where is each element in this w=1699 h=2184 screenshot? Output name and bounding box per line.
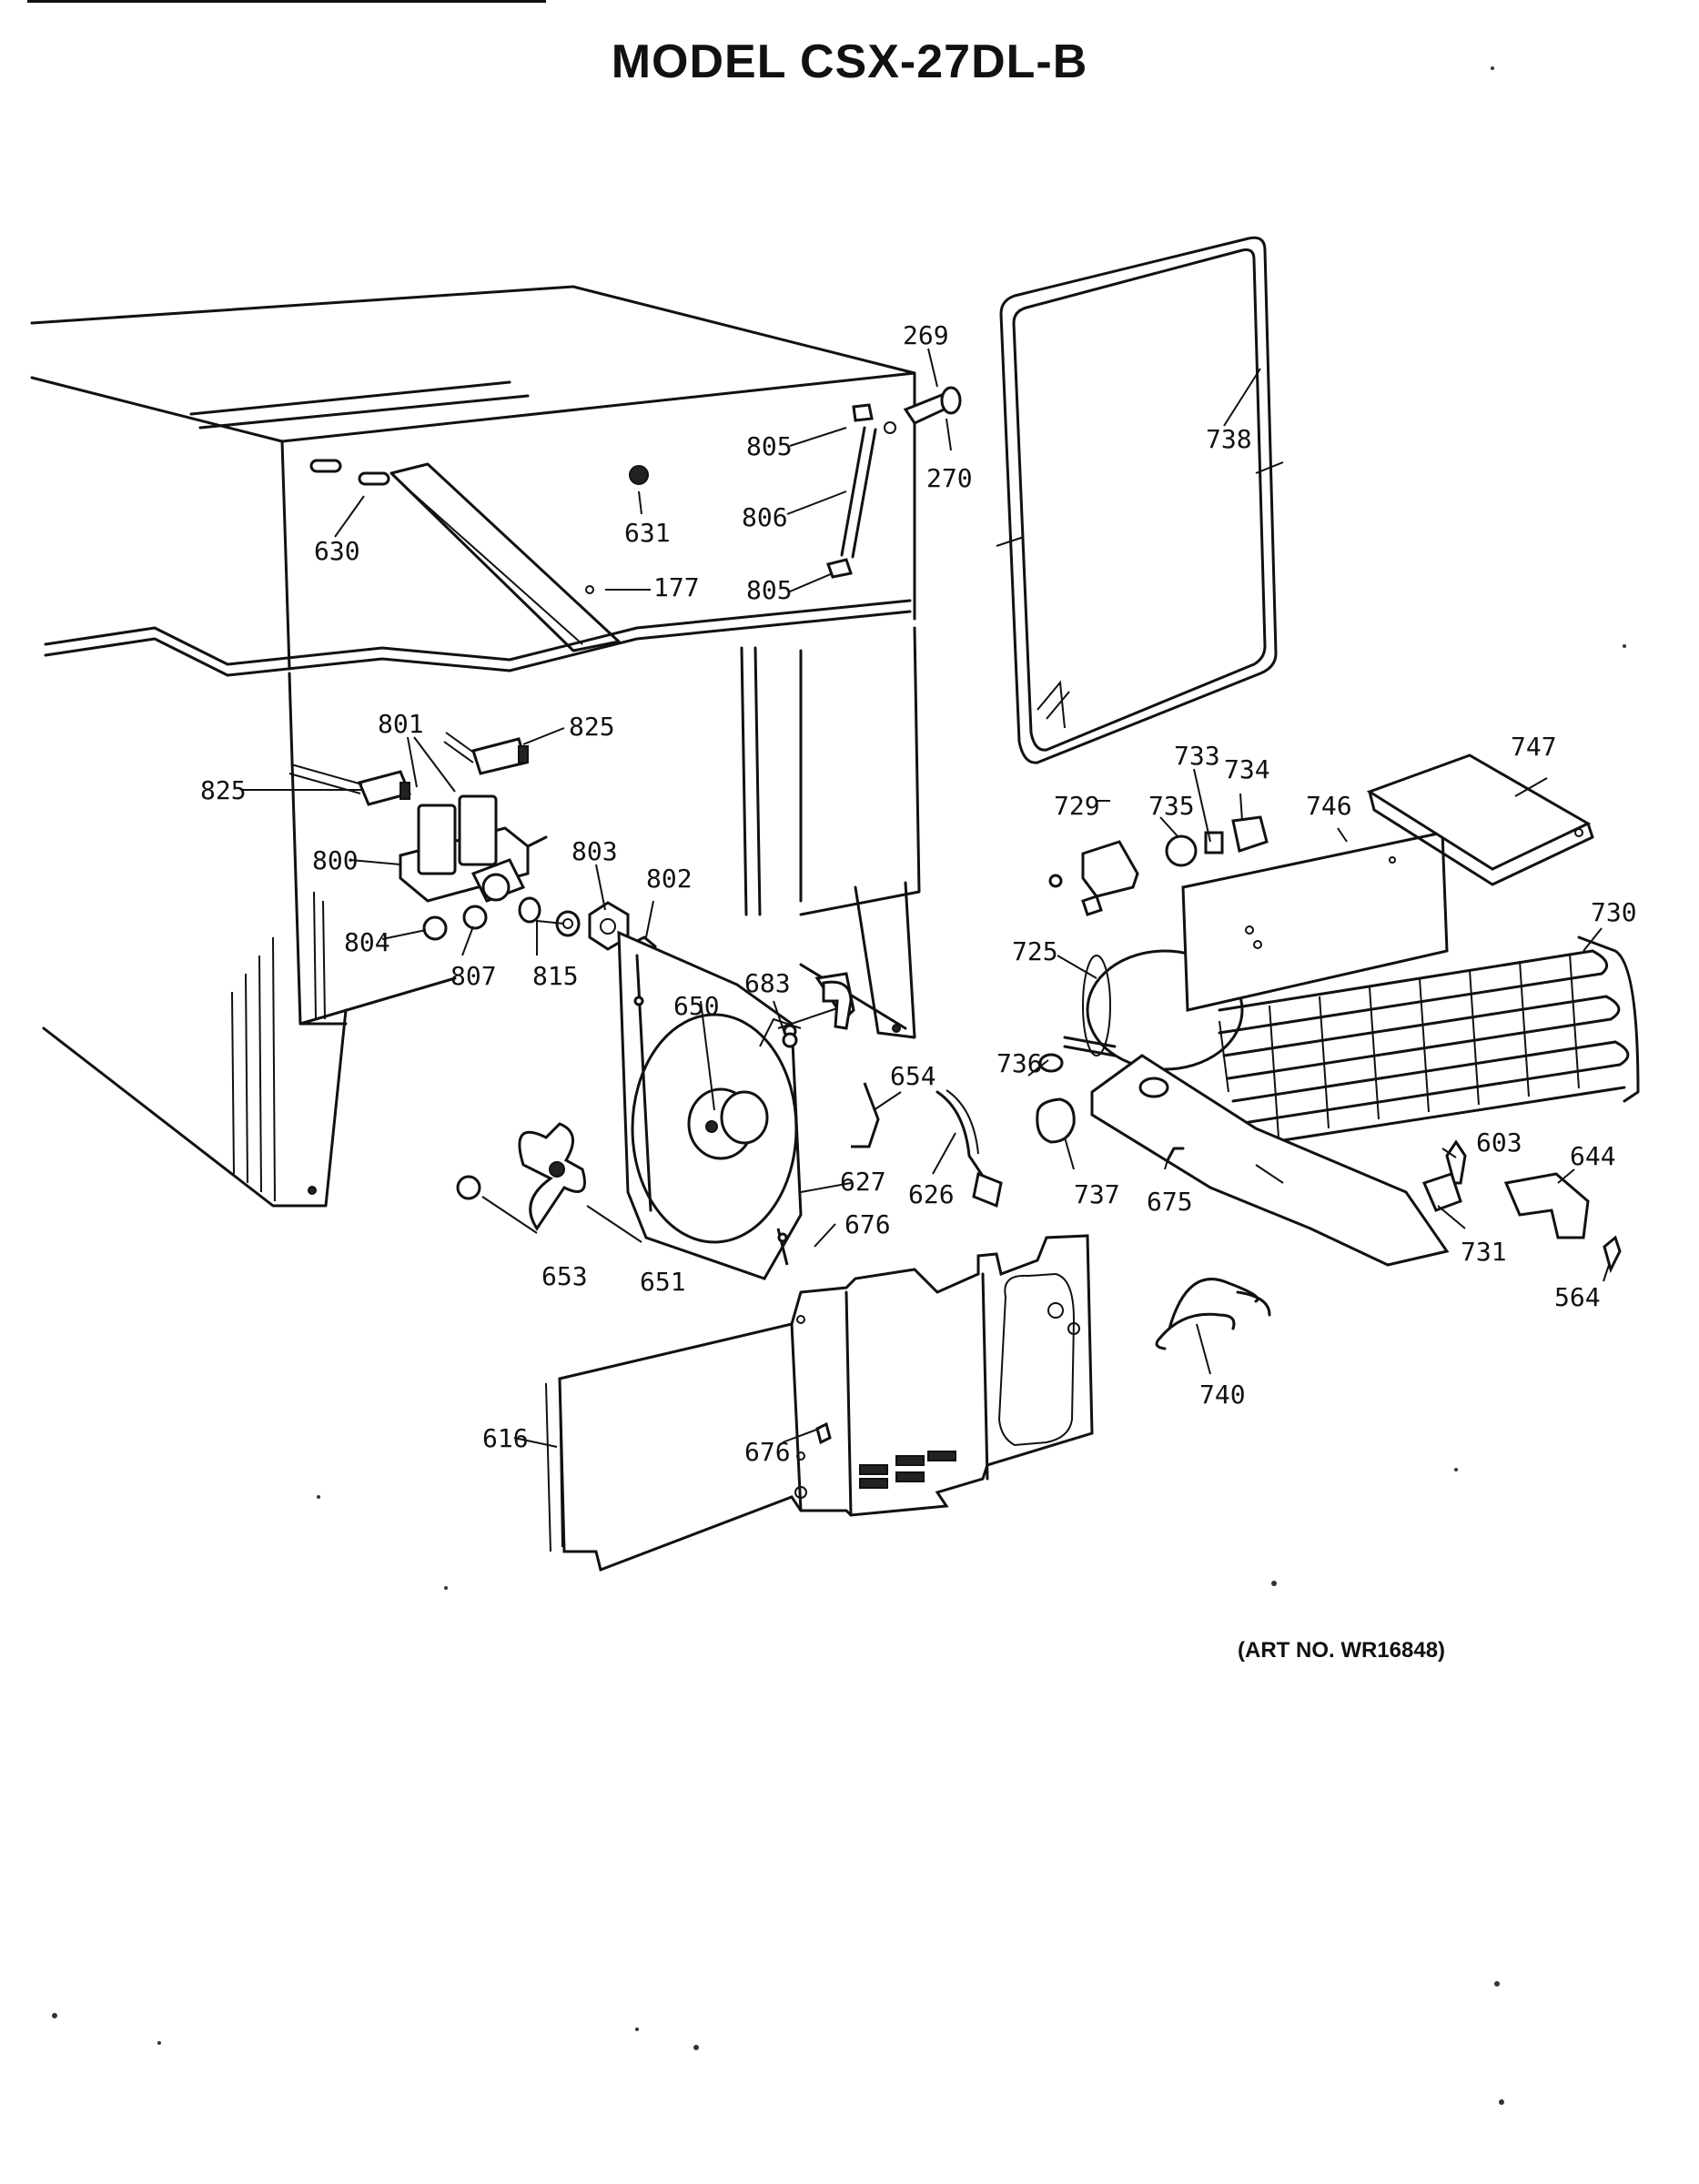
screw-675 — [1166, 1147, 1185, 1162]
part-label-746: 746 — [1306, 791, 1352, 821]
part-label-740: 740 — [1199, 1380, 1246, 1410]
part-label-738: 738 — [1206, 424, 1252, 454]
part-label-676-panel: 676 — [744, 1437, 791, 1467]
drain-tray — [1366, 753, 1594, 886]
part-label-825-right: 825 — [569, 712, 615, 742]
fan-blade — [456, 1122, 586, 1231]
part-label-733: 733 — [1174, 741, 1220, 771]
part-label-729: 729 — [1054, 791, 1100, 821]
part-label-806: 806 — [742, 502, 788, 532]
part-label-676-shroud: 676 — [844, 1209, 891, 1239]
part-label-801: 801 — [378, 709, 424, 739]
part-label-269: 269 — [903, 320, 949, 350]
part-label-802: 802 — [646, 864, 693, 894]
part-label-651: 651 — [640, 1267, 686, 1297]
part-label-653: 653 — [541, 1261, 588, 1291]
compressor-condenser — [1063, 935, 1640, 1148]
part-label-736: 736 — [996, 1048, 1043, 1078]
part-label-730: 730 — [1591, 897, 1637, 927]
part-label-800: 800 — [312, 845, 359, 875]
part-label-731: 731 — [1461, 1237, 1507, 1267]
page-title: MODEL CSX-27DL-B — [611, 35, 1088, 88]
leader-lines — [241, 348, 1610, 1448]
part-label-616: 616 — [482, 1423, 529, 1453]
door-gasket — [996, 236, 1284, 764]
part-labels: 269 270 805 806 805 630 631 177 738 801 … — [200, 320, 1637, 1467]
part-label-825-left: 825 — [200, 775, 247, 805]
part-label-631: 631 — [624, 518, 671, 548]
top-rule — [27, 0, 546, 3]
part-label-805-top: 805 — [746, 431, 793, 461]
part-label-803: 803 — [571, 836, 618, 866]
mounting-bracket-644 — [1421, 1139, 1622, 1274]
part-label-626: 626 — [908, 1179, 955, 1209]
mounting-bracket-683 — [782, 980, 853, 1048]
part-label-683: 683 — [744, 968, 791, 998]
part-label-805-bottom: 805 — [746, 575, 793, 605]
part-label-735: 735 — [1148, 791, 1195, 821]
part-label-603: 603 — [1476, 1127, 1522, 1158]
part-label-804: 804 — [344, 927, 390, 957]
part-label-815: 815 — [532, 961, 579, 991]
part-label-654: 654 — [890, 1061, 936, 1091]
part-label-675: 675 — [1147, 1187, 1193, 1217]
part-label-627: 627 — [840, 1167, 886, 1197]
part-label-564: 564 — [1554, 1282, 1601, 1312]
part-label-807: 807 — [450, 961, 497, 991]
scan-specks — [52, 66, 1626, 2105]
part-label-650: 650 — [673, 991, 720, 1021]
part-label-644: 644 — [1570, 1141, 1616, 1171]
part-label-734: 734 — [1224, 754, 1270, 784]
part-label-747: 747 — [1511, 732, 1557, 762]
cord-clip — [1155, 1278, 1271, 1350]
part-label-737: 737 — [1074, 1179, 1120, 1209]
compressor-mount — [1036, 1053, 1076, 1144]
base-pan — [1090, 1054, 1450, 1267]
relay-overload-parts — [1048, 815, 1449, 1012]
art-number: (ART NO. WR16848) — [1238, 1638, 1446, 1663]
rear-access-panel — [545, 1234, 1094, 1572]
cabinet-lower — [42, 626, 921, 1208]
part-label-630: 630 — [314, 536, 360, 566]
water-line-parts — [826, 386, 962, 579]
part-label-177: 177 — [653, 572, 700, 602]
part-label-725: 725 — [1012, 936, 1058, 966]
water-valve-assembly — [288, 732, 548, 903]
part-label-270: 270 — [926, 463, 973, 493]
wire-harness — [935, 1089, 1003, 1208]
cabinet-upper — [30, 285, 916, 677]
